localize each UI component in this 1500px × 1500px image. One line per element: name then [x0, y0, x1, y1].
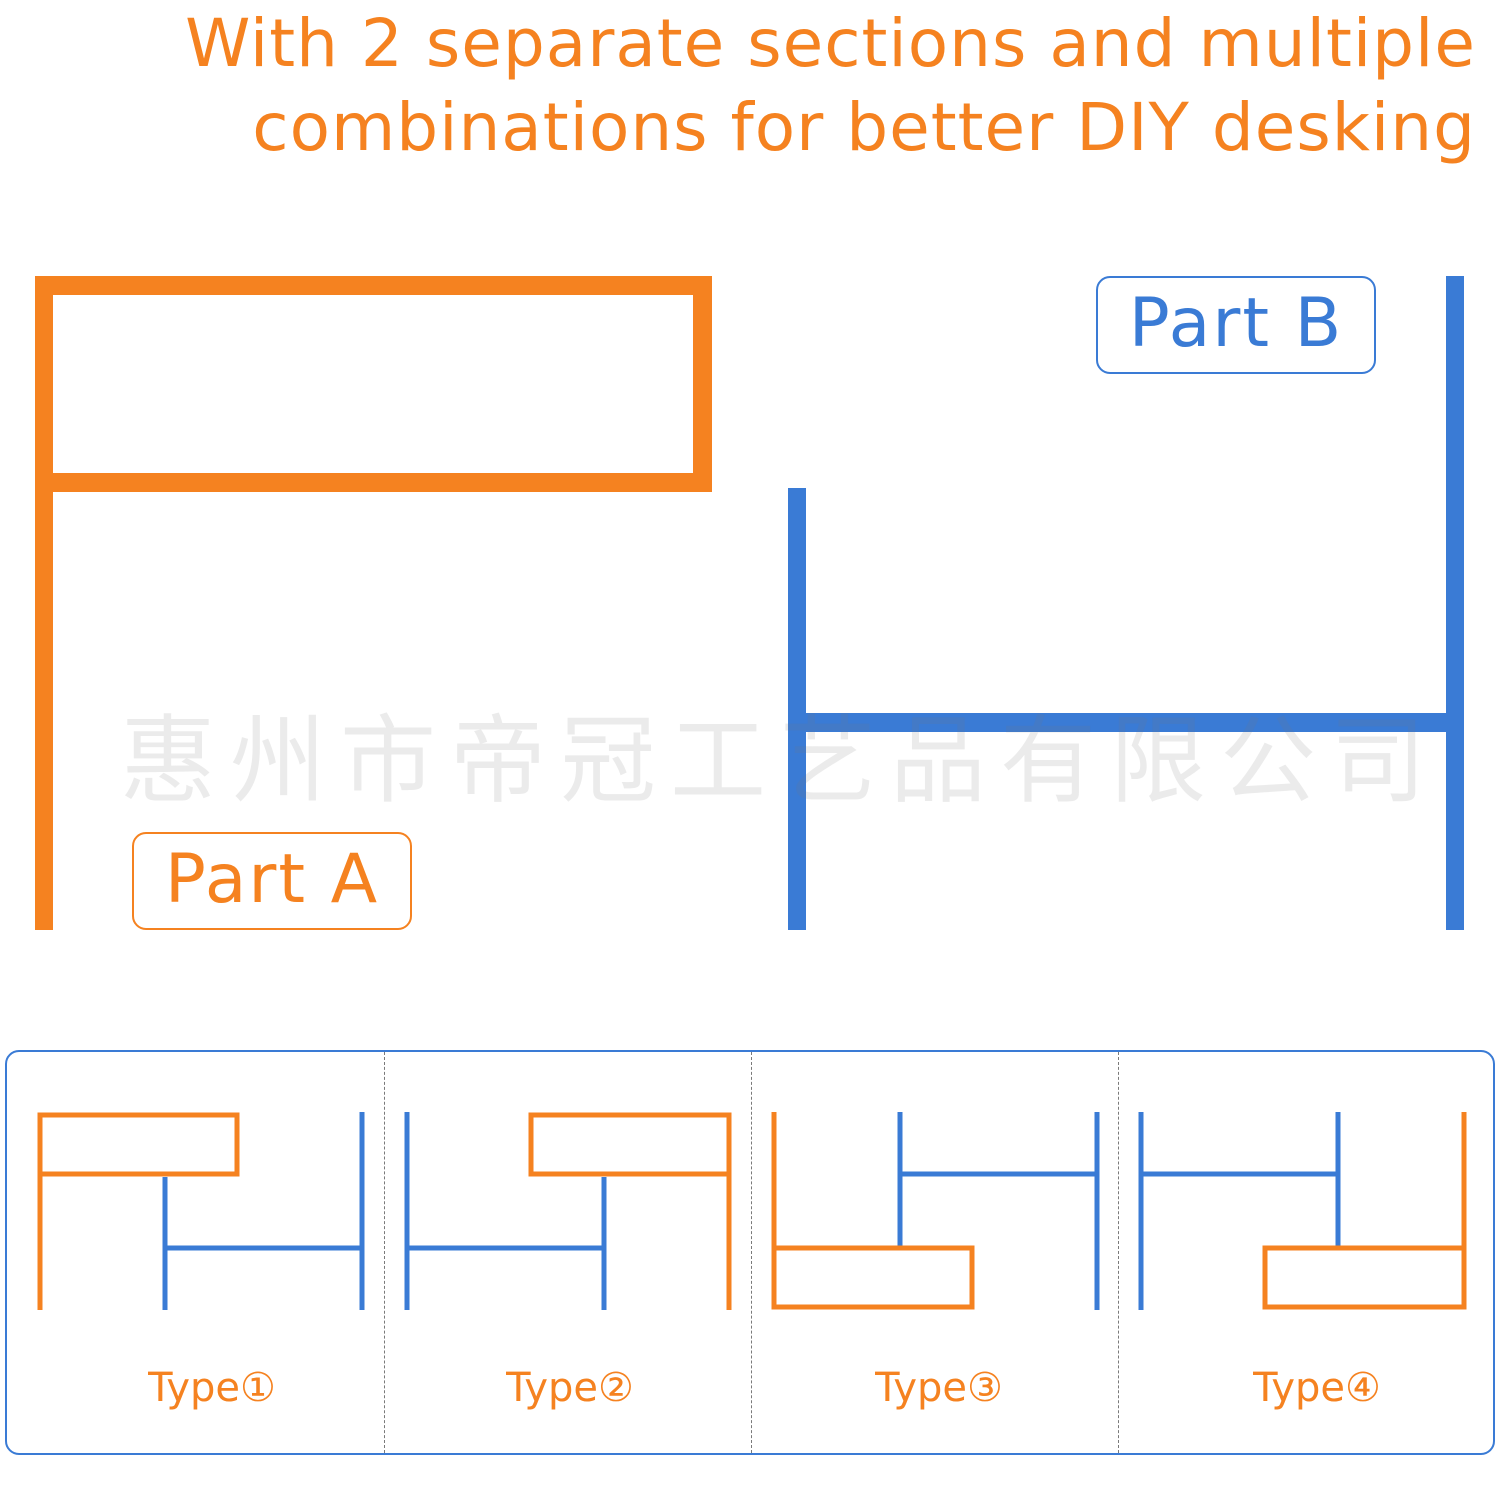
part-b-label: Part B: [1096, 276, 1376, 374]
type-1-diagram: [37, 1112, 365, 1310]
combinations-panel: Type① Type② Type③ Type④: [5, 1050, 1495, 1455]
type-3-diagram: [771, 1112, 1100, 1310]
type-1-part-a-top: [37, 1112, 240, 1177]
panel-divider-1: [384, 1052, 385, 1453]
part-a-right-post: [693, 276, 712, 492]
type-4-diagram: [1138, 1112, 1467, 1310]
type-3-part-a-top: [771, 1245, 975, 1310]
type-4-label: Type④: [1253, 1365, 1381, 1411]
panel-divider-3: [1118, 1052, 1119, 1453]
type-1-label: Type①: [148, 1365, 276, 1411]
watermark-text: 惠州市帝冠工艺品有限公司: [120, 705, 1440, 817]
combinations-diagrams: [37, 1112, 1467, 1310]
part-b-right-leg: [1446, 276, 1464, 930]
type-2-diagram: [404, 1112, 732, 1310]
part-b-crossbar: [788, 713, 1464, 732]
headline: With 2 separate sections and multiple co…: [185, 2, 1476, 170]
type-2-label: Type②: [506, 1365, 634, 1411]
type-3-label: Type③: [875, 1365, 1003, 1411]
headline-line-2: combinations for better DIY desking: [252, 89, 1476, 166]
type-2-part-a-top: [528, 1112, 732, 1177]
part-a-top-bar: [35, 276, 712, 295]
headline-line-1: With 2 separate sections and multiple: [185, 5, 1476, 82]
part-a-label: Part A: [132, 832, 412, 930]
panel-divider-2: [751, 1052, 752, 1453]
part-a-left-leg: [35, 276, 53, 930]
part-b-left-leg: [788, 488, 806, 930]
part-a-shelf-bar: [35, 473, 712, 492]
type-4-part-a-top: [1262, 1245, 1467, 1310]
